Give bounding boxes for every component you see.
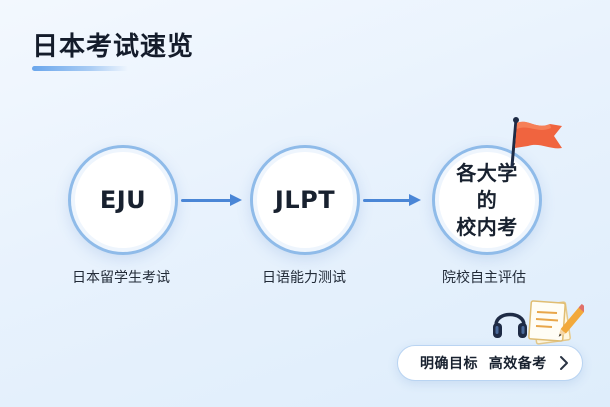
flag-icon bbox=[510, 117, 562, 168]
step-badge-eju: EJU bbox=[99, 186, 147, 214]
cta-button[interactable]: 明确目标 高效备考 bbox=[397, 345, 583, 381]
headphones-icon bbox=[493, 312, 527, 338]
notes-icon bbox=[528, 300, 584, 345]
title-underline bbox=[32, 66, 128, 71]
step-circle-eju: EJU bbox=[68, 145, 178, 255]
arrow-right-icon bbox=[181, 194, 242, 206]
chevron-right-icon bbox=[560, 356, 568, 370]
cta-label: 明确目标 高效备考 bbox=[420, 356, 547, 372]
step-badge-line1: 各大学的 bbox=[456, 160, 518, 212]
step-badge-line2: 校内考 bbox=[456, 214, 518, 239]
step-badge-jlpt: JLPT bbox=[274, 186, 336, 214]
step-caption-jlpt: 日语能力测试 bbox=[262, 270, 346, 286]
page-title: 日本考试速览 bbox=[32, 32, 195, 62]
step-caption-university: 院校自主评估 bbox=[442, 270, 526, 286]
arrow-right-icon bbox=[363, 194, 421, 206]
step-circle-jlpt: JLPT bbox=[250, 145, 360, 255]
step-badge-university: 各大学的 校内考 bbox=[447, 160, 527, 241]
step-caption-eju: 日本留学生考试 bbox=[72, 270, 170, 286]
step-circle-university: 各大学的 校内考 bbox=[432, 145, 542, 255]
